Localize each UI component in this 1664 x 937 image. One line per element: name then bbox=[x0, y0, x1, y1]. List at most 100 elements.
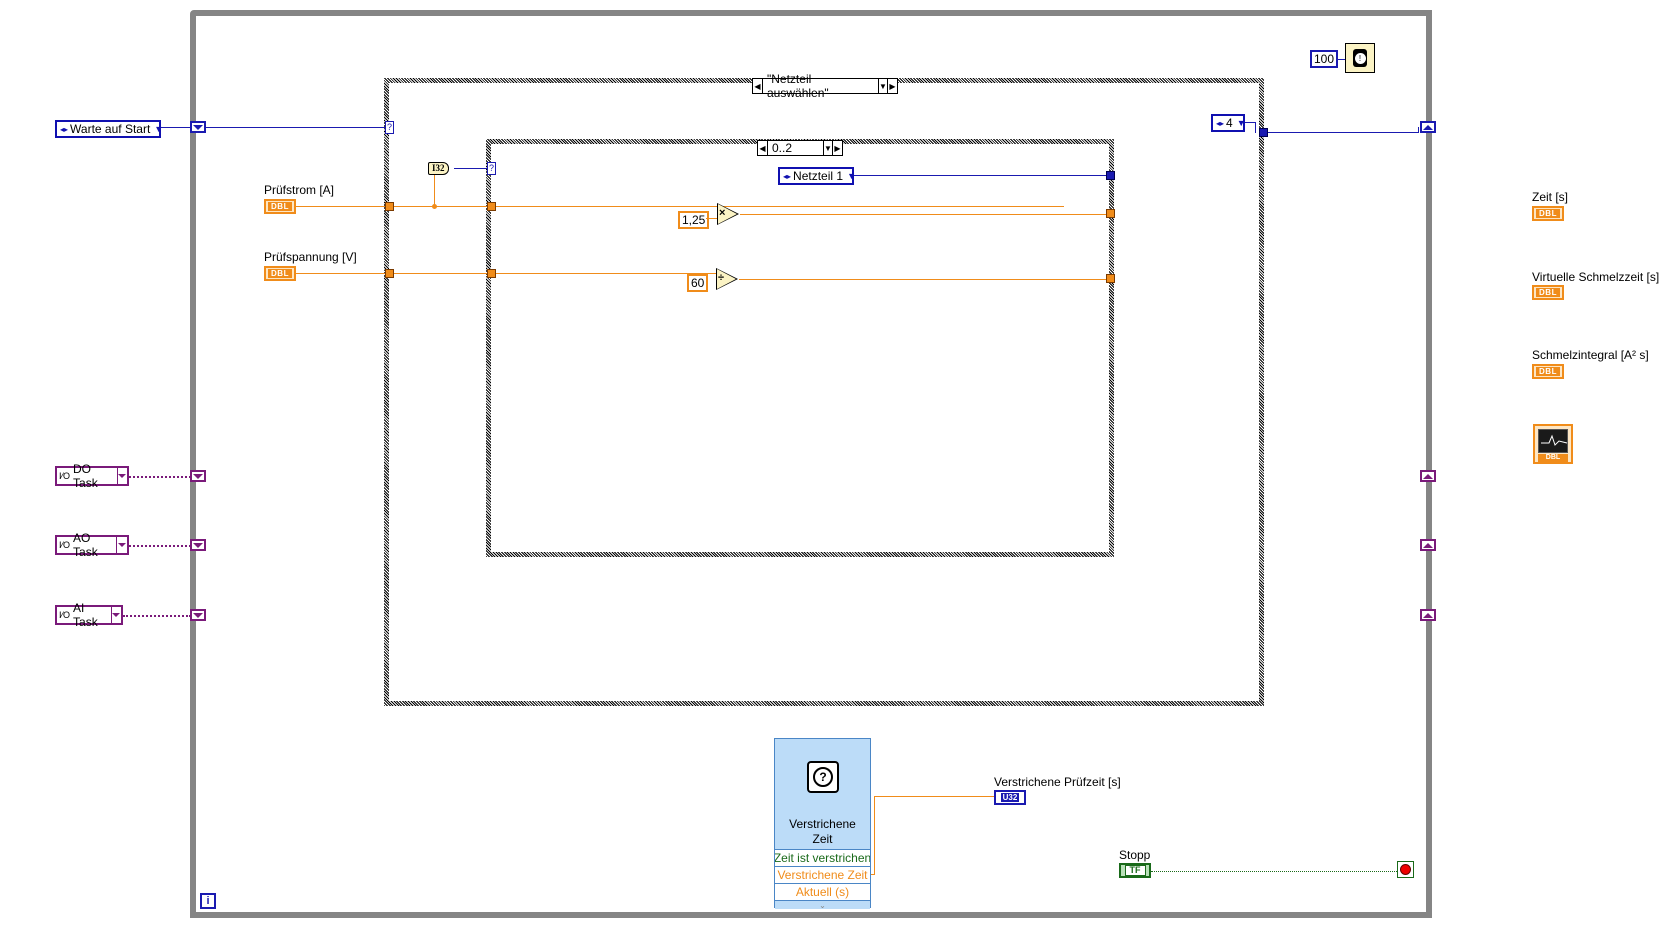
enum-arrows-icon: ◂▸ bbox=[1216, 118, 1225, 128]
pruefstrom-control[interactable]: DBL bbox=[264, 199, 296, 214]
shift-register-right-state[interactable] bbox=[1420, 121, 1436, 133]
divide-constant[interactable]: 60 bbox=[687, 274, 709, 292]
expand-icon: ⌄ bbox=[819, 900, 826, 909]
shift-register-right-ai[interactable] bbox=[1420, 609, 1436, 621]
multiply-node[interactable] bbox=[717, 203, 739, 225]
elapsed-time-express-vi[interactable]: ? Verstrichene Zeit Zeit ist verstrichen… bbox=[774, 738, 871, 909]
next-state-wire bbox=[1245, 122, 1255, 123]
wait-ms-constant[interactable]: 100 bbox=[1310, 50, 1339, 68]
shift-register-left-state[interactable] bbox=[190, 121, 206, 133]
graph-type-label: DBL bbox=[1538, 454, 1568, 462]
chevron-down-icon[interactable] bbox=[116, 537, 127, 553]
pruefstrom-branch-wire bbox=[434, 168, 435, 206]
express-vi-title: Verstrichene Zeit bbox=[775, 817, 870, 847]
dbl-type-label: DBL bbox=[268, 202, 292, 211]
inner-case-structure[interactable] bbox=[486, 139, 1114, 557]
i32-wire bbox=[454, 168, 488, 169]
shift-register-right-ao[interactable] bbox=[1420, 539, 1436, 551]
do-task-label: DO Task bbox=[73, 462, 98, 490]
multiply-constant[interactable]: 1,25 bbox=[678, 211, 710, 229]
output-zeit-ist-verstrichen[interactable]: Zeit ist verstrichen bbox=[775, 849, 870, 866]
shift-register-left-ai[interactable] bbox=[190, 609, 206, 621]
u32-type-label: U32 bbox=[1000, 793, 1020, 802]
chevron-down-icon[interactable]: ▼ bbox=[154, 124, 164, 134]
while-loop[interactable] bbox=[190, 10, 1432, 918]
iteration-terminal: i bbox=[200, 893, 216, 909]
chevron-down-icon[interactable]: ▼ bbox=[1236, 118, 1246, 128]
ao-task-wire bbox=[129, 545, 191, 547]
outer-case-output-tunnel[interactable] bbox=[1259, 128, 1268, 137]
virtuelle-schmelzzeit-indicator[interactable]: DBL bbox=[1532, 285, 1564, 300]
outer-case-selector[interactable]: ◀ "Netzteil auswählen" ▼ ▶ bbox=[752, 72, 898, 100]
inner-case-output-tunnel[interactable] bbox=[1106, 171, 1115, 180]
inner-case-output-tunnel[interactable] bbox=[1106, 209, 1115, 218]
waveform-graph-indicator[interactable]: DBL bbox=[1533, 424, 1573, 464]
chevron-down-icon[interactable]: ▼ bbox=[847, 171, 856, 181]
stop-label: Stopp bbox=[1119, 848, 1151, 862]
pruefstrom-label: Prüfstrom [A] bbox=[264, 183, 335, 197]
elapsed-wire bbox=[874, 796, 994, 797]
inner-case-input-tunnel[interactable] bbox=[487, 202, 496, 211]
zeit-indicator[interactable]: DBL bbox=[1532, 206, 1564, 221]
dbl-type-label: DBL bbox=[1536, 288, 1560, 297]
stop-button-control[interactable]: TF bbox=[1119, 863, 1151, 878]
expand-outputs-button[interactable]: ⌄ bbox=[775, 900, 870, 909]
next-state-enum-constant[interactable]: ◂▸ 4 ▼ bbox=[1211, 114, 1246, 132]
i32-conversion-node[interactable]: I32 bbox=[428, 162, 449, 175]
elapsed-indicator-label: Verstrichene Prüfzeit [s] bbox=[994, 775, 1121, 789]
next-state-wire bbox=[1418, 127, 1419, 133]
divide-node[interactable] bbox=[716, 268, 738, 290]
wire-junction-dot bbox=[432, 204, 437, 209]
constant-wire bbox=[706, 218, 718, 219]
inner-case-input-tunnel[interactable] bbox=[487, 269, 496, 278]
tf-type-label: TF bbox=[1124, 865, 1146, 876]
case-selector-terminal-inner: ? bbox=[487, 162, 496, 175]
shift-register-right-do[interactable] bbox=[1420, 470, 1436, 482]
chevron-down-icon[interactable] bbox=[110, 607, 121, 623]
netzteil-enum-constant[interactable]: ◂▸ Netzteil 1 ▼ bbox=[778, 167, 856, 185]
increment-case-icon[interactable]: ▶ bbox=[889, 81, 896, 91]
output-verstrichene-zeit[interactable]: Verstrichene Zeit bbox=[775, 866, 870, 883]
inner-case-selector-label: 0..2 bbox=[767, 141, 824, 155]
enum-arrows-icon: ◂▸ bbox=[783, 171, 792, 181]
case-selector-terminal-outer: ? bbox=[385, 121, 394, 134]
output-label: Verstrichene Zeit bbox=[777, 868, 868, 882]
decrement-case-icon[interactable]: ◀ bbox=[759, 143, 766, 153]
shift-register-left-ao[interactable] bbox=[190, 539, 206, 551]
increment-case-icon[interactable]: ▶ bbox=[834, 143, 841, 153]
io-icon: I⁄O bbox=[59, 610, 71, 620]
netzteil-value: Netzteil 1 bbox=[793, 169, 844, 183]
inner-case-output-tunnel[interactable] bbox=[1106, 274, 1115, 283]
outer-case-selector-label: "Netzteil auswählen" bbox=[762, 72, 879, 100]
shift-register-left-do[interactable] bbox=[190, 470, 206, 482]
virtuelle-schmelzzeit-label: Virtuelle Schmelzzeit [s] bbox=[1532, 270, 1660, 284]
outer-case-input-tunnel[interactable] bbox=[385, 269, 394, 278]
chevron-down-icon[interactable]: ▼ bbox=[824, 141, 833, 155]
next-state-value: 4 bbox=[1226, 116, 1233, 130]
metronome-wait-icon[interactable]: ! bbox=[1345, 43, 1375, 73]
elapsed-indicator[interactable]: U32 bbox=[994, 790, 1026, 805]
state-enum-constant[interactable]: ◂▸ Warte auf Start ▼ bbox=[55, 120, 164, 138]
chevron-down-icon[interactable] bbox=[116, 468, 127, 484]
elapsed-wire bbox=[871, 874, 874, 875]
stop-icon bbox=[1400, 864, 1411, 875]
ao-task-label: AO Task bbox=[73, 531, 98, 559]
stop-wire bbox=[1151, 871, 1397, 872]
pruefspannung-control[interactable]: DBL bbox=[264, 266, 296, 281]
dbl-type-label: DBL bbox=[1536, 367, 1560, 376]
chevron-down-icon[interactable]: ▼ bbox=[879, 79, 888, 93]
inner-case-selector[interactable]: ◀ 0..2 ▼ ▶ bbox=[757, 140, 843, 156]
decrement-case-icon[interactable]: ◀ bbox=[754, 81, 761, 91]
loop-condition-terminal[interactable] bbox=[1397, 861, 1414, 878]
schmelzintegral-indicator[interactable]: DBL bbox=[1532, 364, 1564, 379]
express-vi-title-line1: Verstrichene bbox=[789, 817, 856, 831]
ai-task-label: AI Task bbox=[73, 601, 98, 629]
netzteil-wire bbox=[854, 175, 1108, 176]
outer-case-input-tunnel[interactable] bbox=[385, 202, 394, 211]
express-vi-title-line2: Zeit bbox=[812, 832, 833, 846]
output-aktuell[interactable]: Aktuell (s) bbox=[775, 883, 870, 900]
wait-wire bbox=[1338, 59, 1346, 60]
